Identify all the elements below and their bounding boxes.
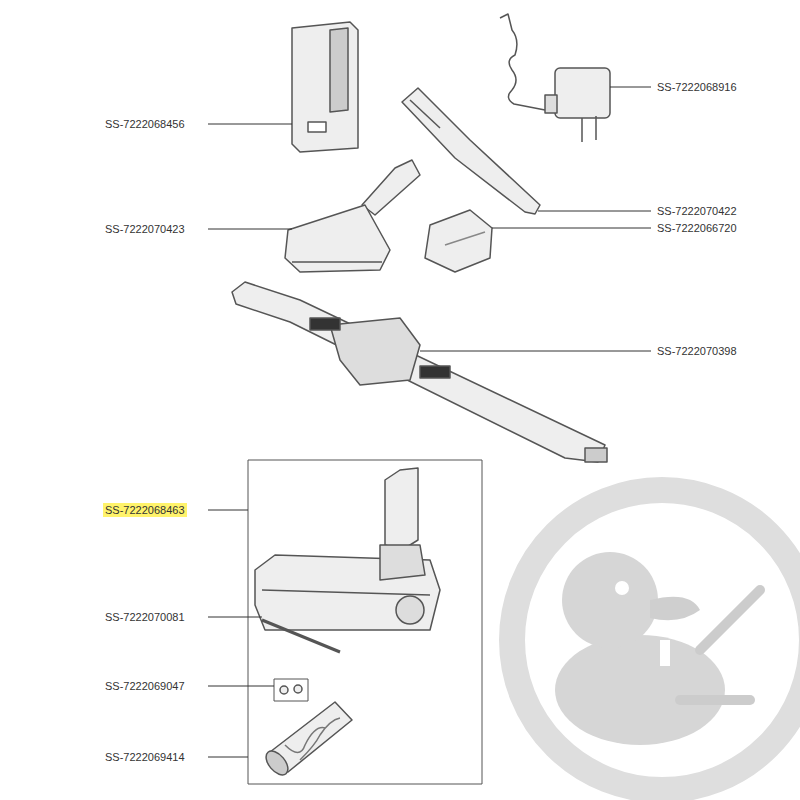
part-number: SS-7222069047 xyxy=(103,679,187,693)
extension-tube xyxy=(232,282,607,462)
upholstery-tool xyxy=(425,210,492,272)
part-number: SS-7222068463 xyxy=(103,503,187,517)
wall-mount xyxy=(292,22,358,152)
leader-lines xyxy=(208,87,651,757)
part-number: SS-7222066720 xyxy=(655,221,739,235)
part-number: SS-7222070081 xyxy=(103,610,187,624)
watermark-logo xyxy=(512,490,800,790)
brush-roll xyxy=(262,702,352,779)
part-number: SS-7222068456 xyxy=(103,117,187,131)
mini-brush xyxy=(285,160,420,272)
part-number: SS-7222069414 xyxy=(103,750,187,764)
part-number: SS-7222070422 xyxy=(655,204,739,218)
charger xyxy=(500,14,610,142)
rod xyxy=(262,620,340,652)
part-number: SS-7222070398 xyxy=(655,344,739,358)
screws xyxy=(274,679,308,701)
part-number: SS-7222068916 xyxy=(655,80,739,94)
floor-head xyxy=(255,468,440,630)
crevice-tool xyxy=(402,88,540,214)
part-number: SS-7222070423 xyxy=(103,222,187,236)
